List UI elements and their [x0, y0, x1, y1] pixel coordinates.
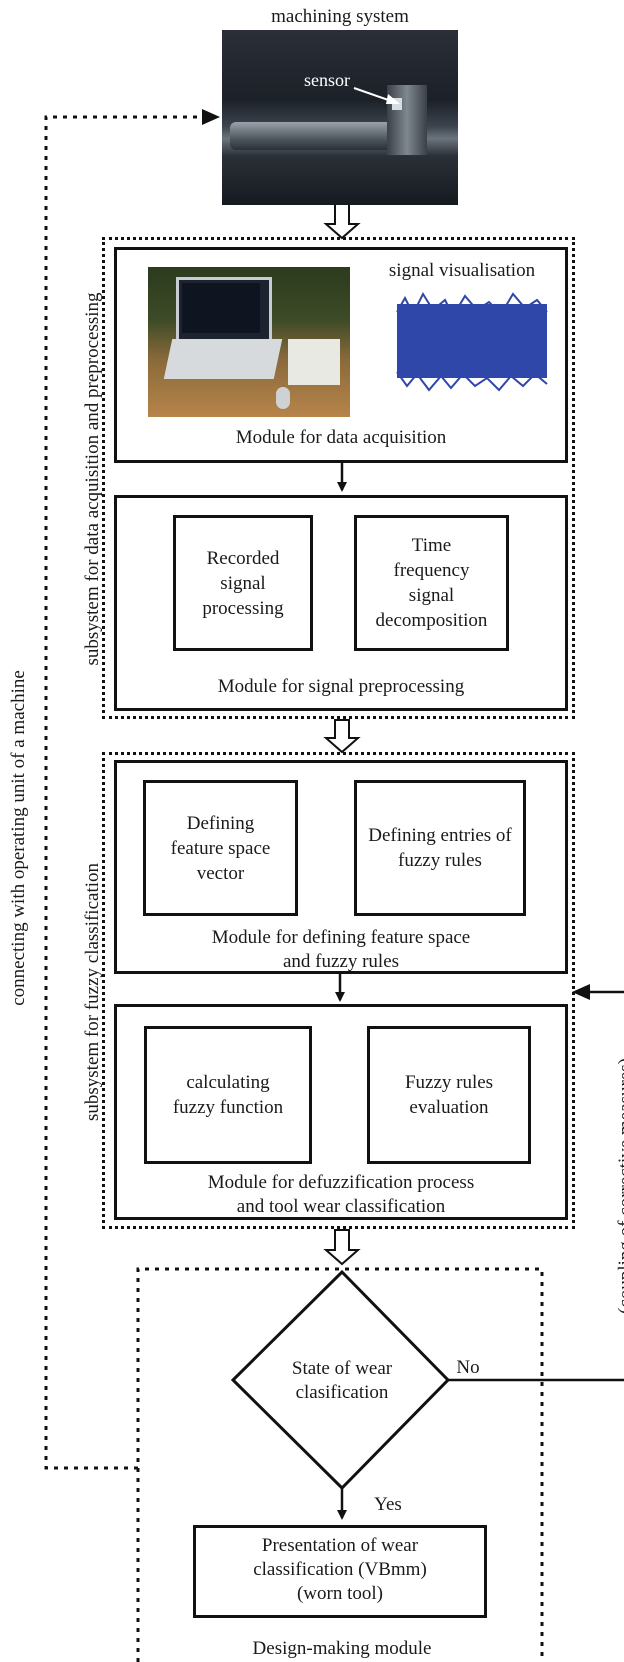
module-signal-preprocessing-title: Module for signal preprocessing [217, 676, 465, 697]
hollow-arrow-1 [323, 203, 361, 240]
time-frequency-decomposition-box: Time frequency signal decomposition [354, 515, 509, 651]
module-signal-preprocessing: Recorded signal processing Time frequenc… [114, 495, 568, 711]
module-defuzzification: calculating fuzzy function Fuzzy rules e… [114, 1004, 568, 1220]
recorded-signal-processing-box: Recorded signal processing [173, 515, 313, 651]
result-line2: classification (VBmm) [253, 1559, 427, 1580]
left-feedback-arrowhead [202, 109, 220, 125]
left-feedback-line [44, 115, 208, 1470]
subsystem-acquisition-frame [102, 237, 575, 719]
signal-visualisation-label: signal visualisation [388, 260, 536, 281]
module-data-acquisition-title: Module for data acquisition [235, 427, 447, 448]
decision-diamond [230, 1269, 451, 1491]
machining-system-photo: sensor [222, 30, 458, 205]
sensor-label: sensor [304, 70, 350, 90]
laptop-photo [148, 267, 350, 417]
machining-system-title: machining system [271, 6, 409, 27]
result-line1: Presentation of wear [261, 1535, 419, 1556]
result-line3: (worn tool) [296, 1583, 383, 1604]
signal-waveform [393, 290, 551, 394]
diamond-text-line1: State of wear [291, 1358, 393, 1379]
coupling-arrowhead [572, 984, 590, 1000]
design-making-module-title: Design-making module [252, 1638, 432, 1659]
module-defuzzification-title-line2: and tool wear classification [236, 1196, 446, 1217]
module-feature-space: Defining feature space vector Defining e… [114, 760, 568, 974]
fuzzy-rules-entries-box: Defining entries of fuzzy rules [354, 780, 526, 916]
no-label: No [456, 1357, 480, 1378]
module-defuzzification-title-line1: Module for defuzzification process [207, 1172, 475, 1193]
hollow-arrow-2 [323, 719, 361, 754]
feature-space-vector-box: Defining feature space vector [143, 780, 298, 916]
module-feature-space-title-line2: and fuzzy rules [282, 951, 400, 972]
module-data-acquisition: signal visualisation Module for data acq… [114, 247, 568, 463]
wear-result-box: Presentation of wear classification (VBm… [193, 1525, 487, 1618]
yes-label: Yes [374, 1494, 402, 1515]
diamond-text-line2: clasification [295, 1382, 389, 1403]
fuzzy-rules-evaluation-box: Fuzzy rules evaluation [367, 1026, 531, 1164]
calculating-fuzzy-function-box: calculating fuzzy function [144, 1026, 312, 1164]
subsystem-fuzzy-frame [102, 752, 575, 1229]
module-feature-space-title-line1: Module for defining feature space [211, 927, 471, 948]
hollow-arrow-3 [323, 1229, 361, 1266]
